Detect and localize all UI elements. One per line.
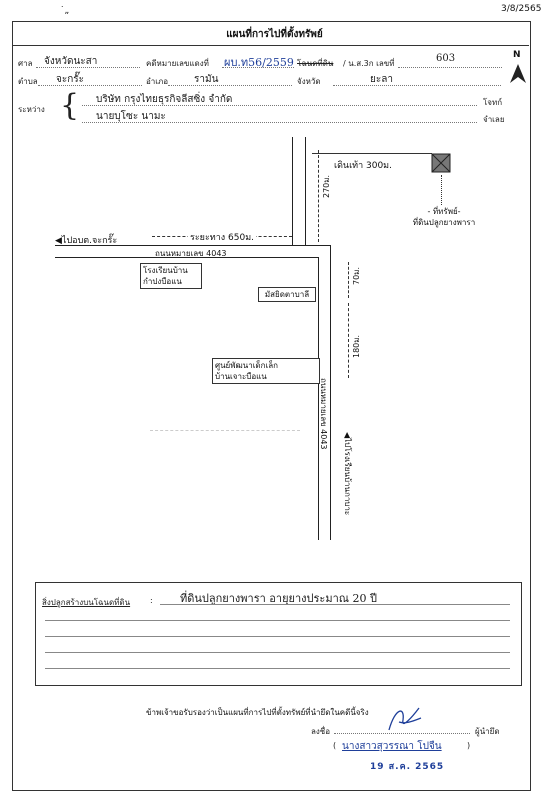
down-arrow-label: ◀ไปโรงเรียนบ้านกาบาะ	[343, 432, 352, 516]
property-label: - ที่ทรัพย์-ที่ดินปลูกยางพารา	[403, 205, 485, 229]
case-value: ผบ.ท56/2559	[224, 56, 294, 69]
road-label-vertical: ถนนหมายเลข 4043	[319, 378, 328, 450]
court-label: ศาล	[18, 59, 33, 68]
dist-180-line	[348, 303, 350, 378]
district-label: อำเภอ	[146, 77, 169, 86]
signature-role: ผู้นำยึด	[475, 727, 500, 736]
dist-270-line	[318, 150, 320, 242]
left-arrow-label: ◀ไปอบต.จะกรั๊ะ	[55, 236, 118, 246]
north-arrow-icon	[510, 64, 526, 83]
corner-mark: ˙„	[60, 6, 70, 16]
title-bar	[12, 21, 529, 46]
dist-270-label: 270ม.	[322, 174, 331, 198]
property-marker-icon	[431, 153, 451, 173]
plaintiff-label: โจทก์	[483, 98, 503, 107]
structures-label: สิ่งปลูกสร้างบนโฉนดที่ดิน	[42, 598, 131, 607]
subdistrict-value: จะกรั๊ะ	[56, 74, 85, 85]
deed-value: 603	[436, 53, 456, 64]
page-number: 3/8/2565	[501, 4, 542, 14]
property-pointer	[441, 175, 443, 205]
defendant-label: จำเลย	[483, 115, 505, 124]
dist-70-line	[348, 262, 350, 298]
dist-70-label: 70ม.	[352, 267, 361, 285]
page-title: แผนที่การไปที่ตั้งทรัพย์	[226, 29, 323, 40]
signature-close: )	[467, 741, 471, 750]
province-label: จังหวัด	[297, 77, 321, 86]
north-label: N	[513, 50, 521, 60]
structures-colon: :	[150, 596, 153, 605]
signature-name: นางสาวสุวรรณา โปจืน	[342, 741, 442, 752]
mosque-box: มัสยิดตาบาลี	[258, 287, 316, 302]
junction-edge	[305, 245, 331, 246]
certify-text: ข้าพเจ้าขอรับรองว่าเป็นแผนที่การไปที่ตั้…	[146, 708, 369, 717]
main-road-right-edge	[330, 257, 331, 540]
school-box: โรงเรียนบ้านกำปงบือแน	[140, 263, 202, 289]
case-label: คดีหมายเลขแดงที่	[146, 59, 209, 68]
between-label: ระหว่าง	[18, 105, 45, 114]
walk-line	[312, 153, 432, 154]
junction-edge-2	[330, 245, 331, 258]
subdistrict-label: ตำบล	[18, 77, 38, 86]
plaintiff-value: บริษัท กรุงไทยธุรกิจลีสซิ่ง จำกัด	[96, 94, 233, 105]
dist-180-label: 180ม.	[352, 334, 361, 358]
structures-value: ที่ดินปลูกยางพารา อายุยางประมาณ 20 ปี	[180, 592, 377, 605]
side-road-right-edge	[305, 137, 306, 245]
structures-box	[35, 582, 522, 686]
side-road-left-edge	[292, 137, 293, 245]
h-road-bottom-edge	[55, 257, 319, 258]
deed-label: โฉนดที่ดิน	[297, 59, 334, 68]
document-frame	[12, 21, 531, 791]
court-value: จังหวัดนะสา	[44, 56, 98, 67]
distance-650-label: ระยะทาง 650ม.	[188, 230, 256, 244]
province-value: ยะลา	[370, 74, 393, 85]
signature-open: (	[333, 741, 337, 750]
road-label-horizontal: ถนนหมายเลข 4043	[155, 249, 227, 258]
signature-label: ลงชื่อ	[311, 727, 331, 736]
main-road-left-edge	[318, 257, 319, 540]
defendant-value: นายบุโซะ นามะ	[96, 111, 166, 122]
between-brace: {	[60, 88, 80, 123]
child-center-box: ศูนย์พัฒนาเด็กเล็กบ้านเจาะบือแน	[212, 358, 320, 384]
deed-sep: / น.ส.3ก เลขที่	[343, 59, 395, 68]
walk-label: เดินเท้า 300ม.	[334, 161, 392, 171]
district-value: รามัน	[194, 74, 219, 85]
h-road-top-edge	[55, 245, 306, 246]
signature-mark	[388, 707, 422, 731]
faint-mark	[150, 430, 300, 431]
date-stamp: 19 ส.ค. 2565	[370, 762, 445, 772]
